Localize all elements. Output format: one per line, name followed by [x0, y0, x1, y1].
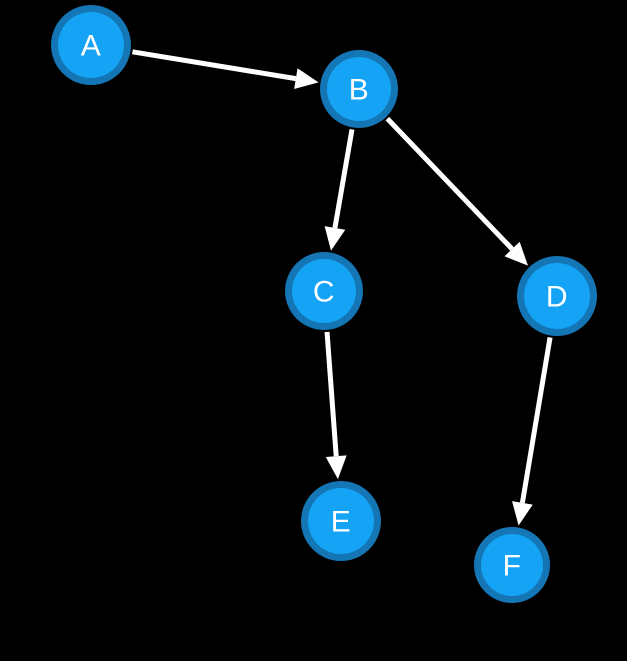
graph-node-e[interactable]: E [301, 481, 381, 561]
edge-shaft [132, 49, 297, 82]
node-fill [524, 263, 590, 329]
node-label: C [313, 276, 335, 309]
graph-edge-b-c[interactable] [324, 128, 355, 251]
graph-node-a[interactable]: A [51, 5, 131, 85]
edge-shaft [385, 116, 514, 251]
graph-edge-d-f[interactable] [512, 337, 553, 526]
graph-node-b[interactable]: B [320, 50, 398, 128]
arrowhead-icon [504, 241, 528, 266]
node-label: B [349, 74, 370, 107]
node-label: A [81, 30, 102, 63]
arrowhead-icon [325, 455, 347, 480]
node-fill [327, 57, 391, 121]
node-label: F [503, 550, 522, 583]
edge-shaft [332, 128, 355, 229]
graph-edge-b-d[interactable] [385, 116, 528, 266]
nodes-layer: A B C D E F [51, 5, 597, 603]
node-label: E [331, 506, 352, 539]
node-label: D [546, 281, 568, 314]
graph-edge-a-b[interactable] [132, 49, 319, 89]
edges-layer [132, 49, 553, 526]
arrowhead-icon [324, 226, 346, 251]
graph-node-d[interactable]: D [517, 256, 597, 336]
edge-shaft [519, 337, 553, 504]
graph-node-c[interactable]: C [285, 252, 363, 330]
node-fill [292, 259, 356, 323]
graph-edge-c-e[interactable] [324, 331, 347, 480]
arrowhead-icon [512, 501, 533, 526]
node-fill [481, 534, 543, 596]
node-fill [308, 488, 374, 554]
edge-shaft [324, 331, 339, 457]
node-fill [58, 12, 124, 78]
graph-node-f[interactable]: F [474, 527, 550, 603]
arrowhead-icon [294, 68, 319, 89]
